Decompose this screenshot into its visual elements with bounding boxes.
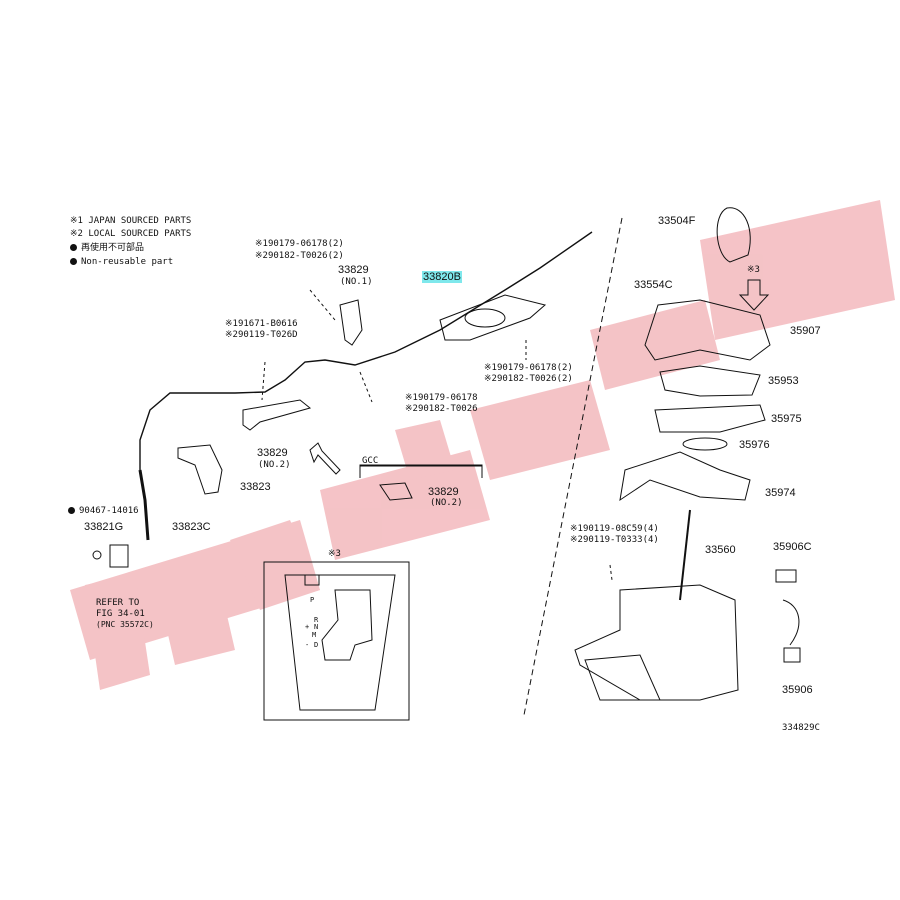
dot-icon bbox=[70, 244, 77, 251]
highlight: 33820B bbox=[422, 271, 462, 283]
part-number[interactable]: 35907 bbox=[790, 325, 821, 337]
mark3-label: ※3 bbox=[328, 549, 341, 559]
gate-p: P bbox=[310, 596, 315, 604]
gate-m: M bbox=[312, 631, 317, 639]
part-sub: (NO.2) bbox=[258, 460, 291, 470]
legend-local: ※2 LOCAL SOURCED PARTS bbox=[70, 229, 192, 239]
part-label[interactable]: ※190179-06178(2) bbox=[255, 239, 344, 249]
part-text: 90467-14016 bbox=[79, 506, 139, 516]
part-label[interactable]: ※290119-T026D bbox=[225, 330, 298, 340]
dot-icon bbox=[70, 258, 77, 265]
part-number[interactable]: 33554C bbox=[634, 279, 673, 291]
gate-r: R bbox=[314, 616, 319, 624]
refer-line: (PNC 35572C) bbox=[96, 620, 154, 629]
part-label[interactable]: ※190179-06178(2) bbox=[484, 363, 573, 373]
part-number[interactable]: 33823 bbox=[240, 481, 271, 493]
dot-icon bbox=[68, 507, 75, 514]
legend-nonreusable-en: Non-reusable part bbox=[70, 257, 173, 267]
part-number[interactable]: 33829 bbox=[257, 447, 288, 459]
gate-d: D bbox=[314, 641, 319, 649]
part-label[interactable]: ※290182-T0026 bbox=[405, 404, 478, 414]
part-label[interactable]: ※290182-T0026(2) bbox=[255, 251, 344, 261]
legend-nonreusable-jp: 再使用不可部品 bbox=[70, 243, 144, 253]
part-number[interactable]: 33829 bbox=[428, 486, 459, 498]
watermark-logo bbox=[70, 200, 895, 690]
part-label[interactable]: ※290182-T0026(2) bbox=[484, 374, 573, 384]
mark3-arrow-label: ※3 bbox=[747, 265, 760, 275]
part-number[interactable]: 33504F bbox=[658, 215, 696, 227]
part-label[interactable]: ※190179-06178 bbox=[405, 393, 478, 403]
gcc-label: GCC bbox=[362, 456, 379, 466]
part-sub: (NO.1) bbox=[340, 277, 373, 287]
part-number[interactable]: 35953 bbox=[768, 375, 799, 387]
legend-text: 再使用不可部品 bbox=[81, 243, 145, 253]
gate-n: N bbox=[314, 623, 319, 631]
part-number[interactable]: 35974 bbox=[765, 487, 796, 499]
part-number[interactable]: 33829 bbox=[338, 264, 369, 276]
legend-japan: ※1 JAPAN SOURCED PARTS bbox=[70, 216, 192, 226]
refer-line[interactable]: FIG 34-01 bbox=[96, 609, 145, 619]
part-number[interactable]: 33560 bbox=[705, 544, 736, 556]
part-number[interactable]: 33821G bbox=[84, 521, 124, 533]
gate-plus: + bbox=[305, 623, 310, 631]
part-number[interactable]: 33823C bbox=[172, 521, 211, 533]
part-sub: (NO.2) bbox=[430, 498, 463, 508]
gate-minus: - bbox=[305, 641, 310, 649]
part-label[interactable]: ※290119-T0333(4) bbox=[570, 535, 659, 545]
part-label[interactable]: 90467-14016 bbox=[68, 506, 139, 516]
part-label[interactable]: ※190119-08C59(4) bbox=[570, 524, 659, 534]
part-number[interactable]: 35975 bbox=[771, 413, 802, 425]
part-number-highlighted[interactable]: 33820B bbox=[422, 271, 462, 283]
legend-text: Non-reusable part bbox=[81, 257, 174, 267]
part-number[interactable]: 35906C bbox=[773, 541, 812, 553]
refer-line: REFER TO bbox=[96, 598, 140, 608]
figure-code: 334829C bbox=[782, 723, 820, 733]
part-number[interactable]: 35906 bbox=[782, 684, 813, 696]
part-label[interactable]: ※191671-B0616 bbox=[225, 319, 298, 329]
part-number[interactable]: 35976 bbox=[739, 439, 770, 451]
